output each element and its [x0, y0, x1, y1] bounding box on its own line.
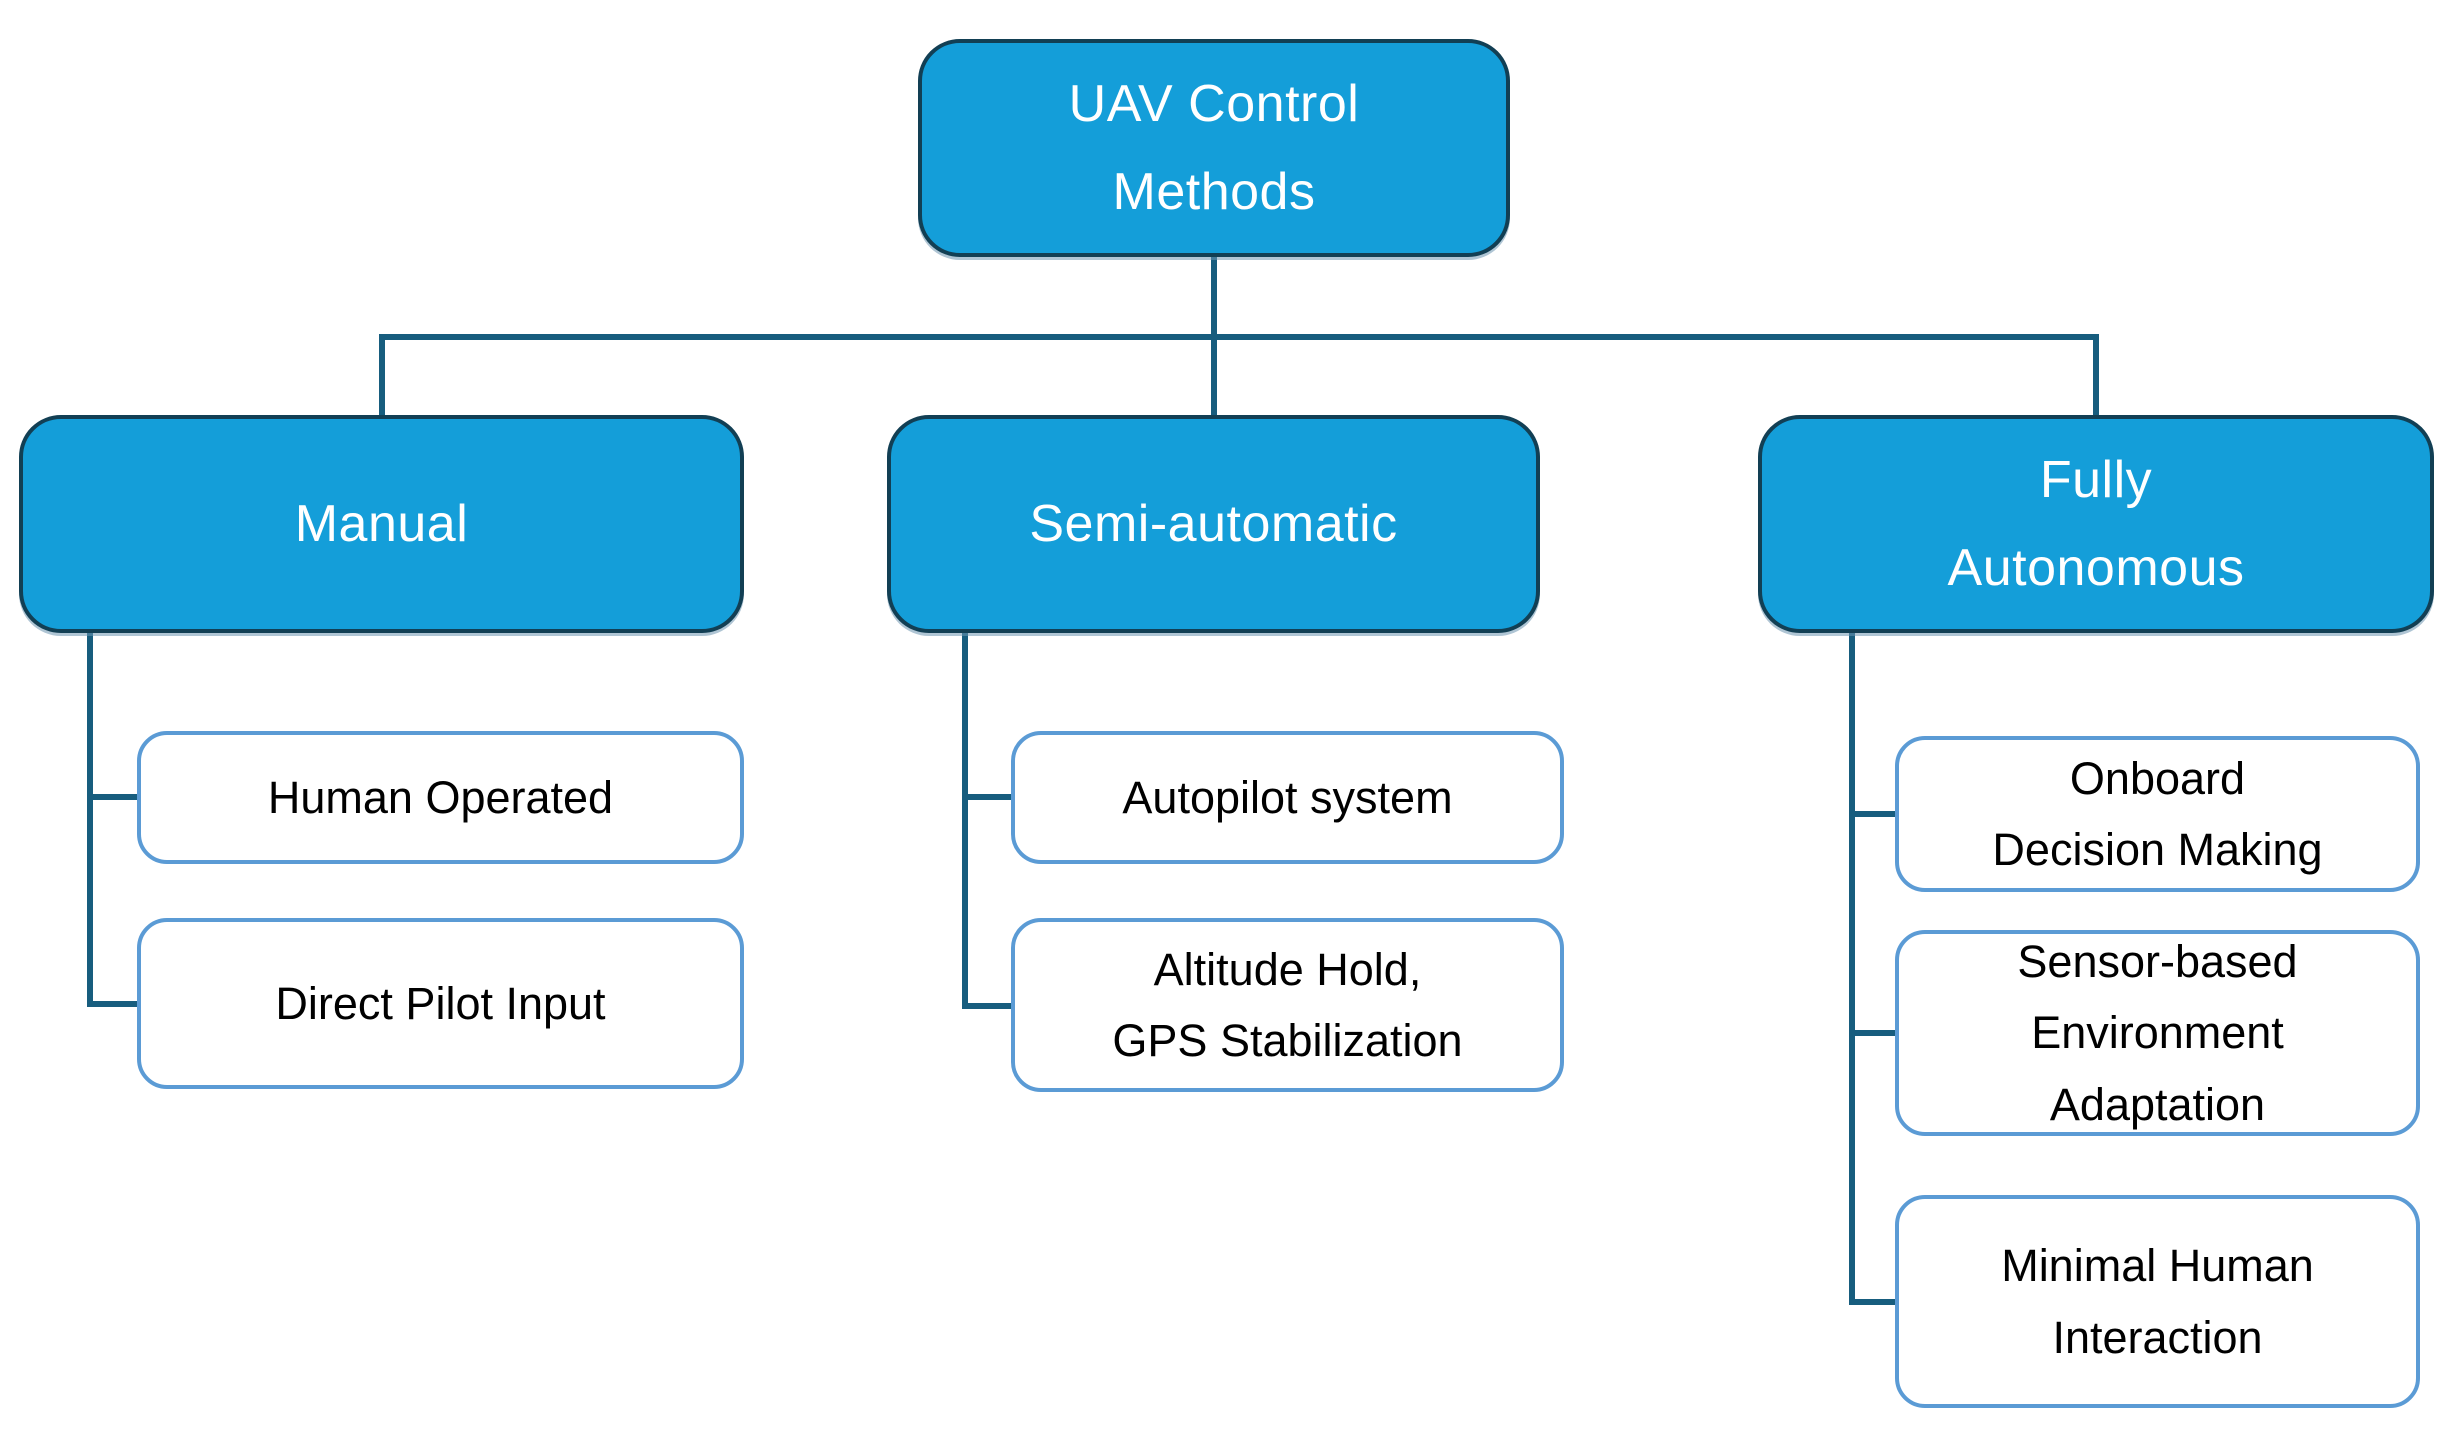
- connector-stub-sensor-based: [1849, 1030, 1899, 1036]
- node-human-operated: Human Operated: [137, 731, 744, 864]
- node-semi-automatic-label: Semi-automatic: [1029, 494, 1398, 553]
- node-autopilot-system-label: Autopilot system: [1122, 771, 1453, 823]
- node-manual-label: Manual: [294, 494, 469, 553]
- node-minimal-human-interaction: Minimal Human Interaction: [1895, 1195, 2420, 1408]
- connector-stub-human-operated: [87, 794, 141, 800]
- node-semi-automatic: Semi-automatic: [887, 415, 1540, 633]
- node-altitude-hold-gps-stabilization: Altitude Hold, GPS Stabilization: [1011, 918, 1564, 1092]
- connector-semi-automatic-trunk: [962, 631, 968, 1009]
- node-direct-pilot-input: Direct Pilot Input: [137, 918, 744, 1089]
- node-human-operated-label: Human Operated: [267, 771, 614, 823]
- node-onboard-decision-making: Onboard Decision Making: [1895, 736, 2420, 892]
- connector-fully-autonomous-trunk: [1849, 631, 1855, 1305]
- node-fully-autonomous: Fully Autonomous: [1758, 415, 2434, 633]
- connector-top-horizontal: [379, 334, 2099, 340]
- node-manual: Manual: [19, 415, 744, 633]
- node-altitude-hold-gps-stabilization-label: Altitude Hold, GPS Stabilization: [1112, 943, 1463, 1066]
- node-direct-pilot-input-label: Direct Pilot Input: [275, 977, 606, 1029]
- connector-stub-altitude-hold: [962, 1003, 1015, 1009]
- node-autopilot-system: Autopilot system: [1011, 731, 1564, 864]
- connector-stub-autopilot-system: [962, 794, 1015, 800]
- connector-stub-onboard-decision-making: [1849, 811, 1899, 817]
- connector-stub-minimal-human-interaction: [1849, 1299, 1899, 1305]
- node-sensor-based-environment-adaptation: Sensor-based Environment Adaptation: [1895, 930, 2420, 1136]
- connector-drop-manual: [379, 334, 385, 417]
- node-onboard-decision-making-label: Onboard Decision Making: [1992, 752, 2323, 875]
- node-fully-autonomous-label: Fully Autonomous: [1947, 450, 2245, 597]
- connector-manual-trunk: [87, 631, 93, 1007]
- connector-drop-fully-autonomous: [2093, 334, 2099, 417]
- node-uav-control-methods-label: UAV Control Methods: [1068, 74, 1360, 221]
- node-sensor-based-environment-adaptation-label: Sensor-based Environment Adaptation: [2017, 936, 2298, 1130]
- connector-stub-direct-pilot-input: [87, 1001, 141, 1007]
- node-minimal-human-interaction-label: Minimal Human Interaction: [2001, 1240, 2314, 1363]
- node-uav-control-methods: UAV Control Methods: [918, 39, 1510, 257]
